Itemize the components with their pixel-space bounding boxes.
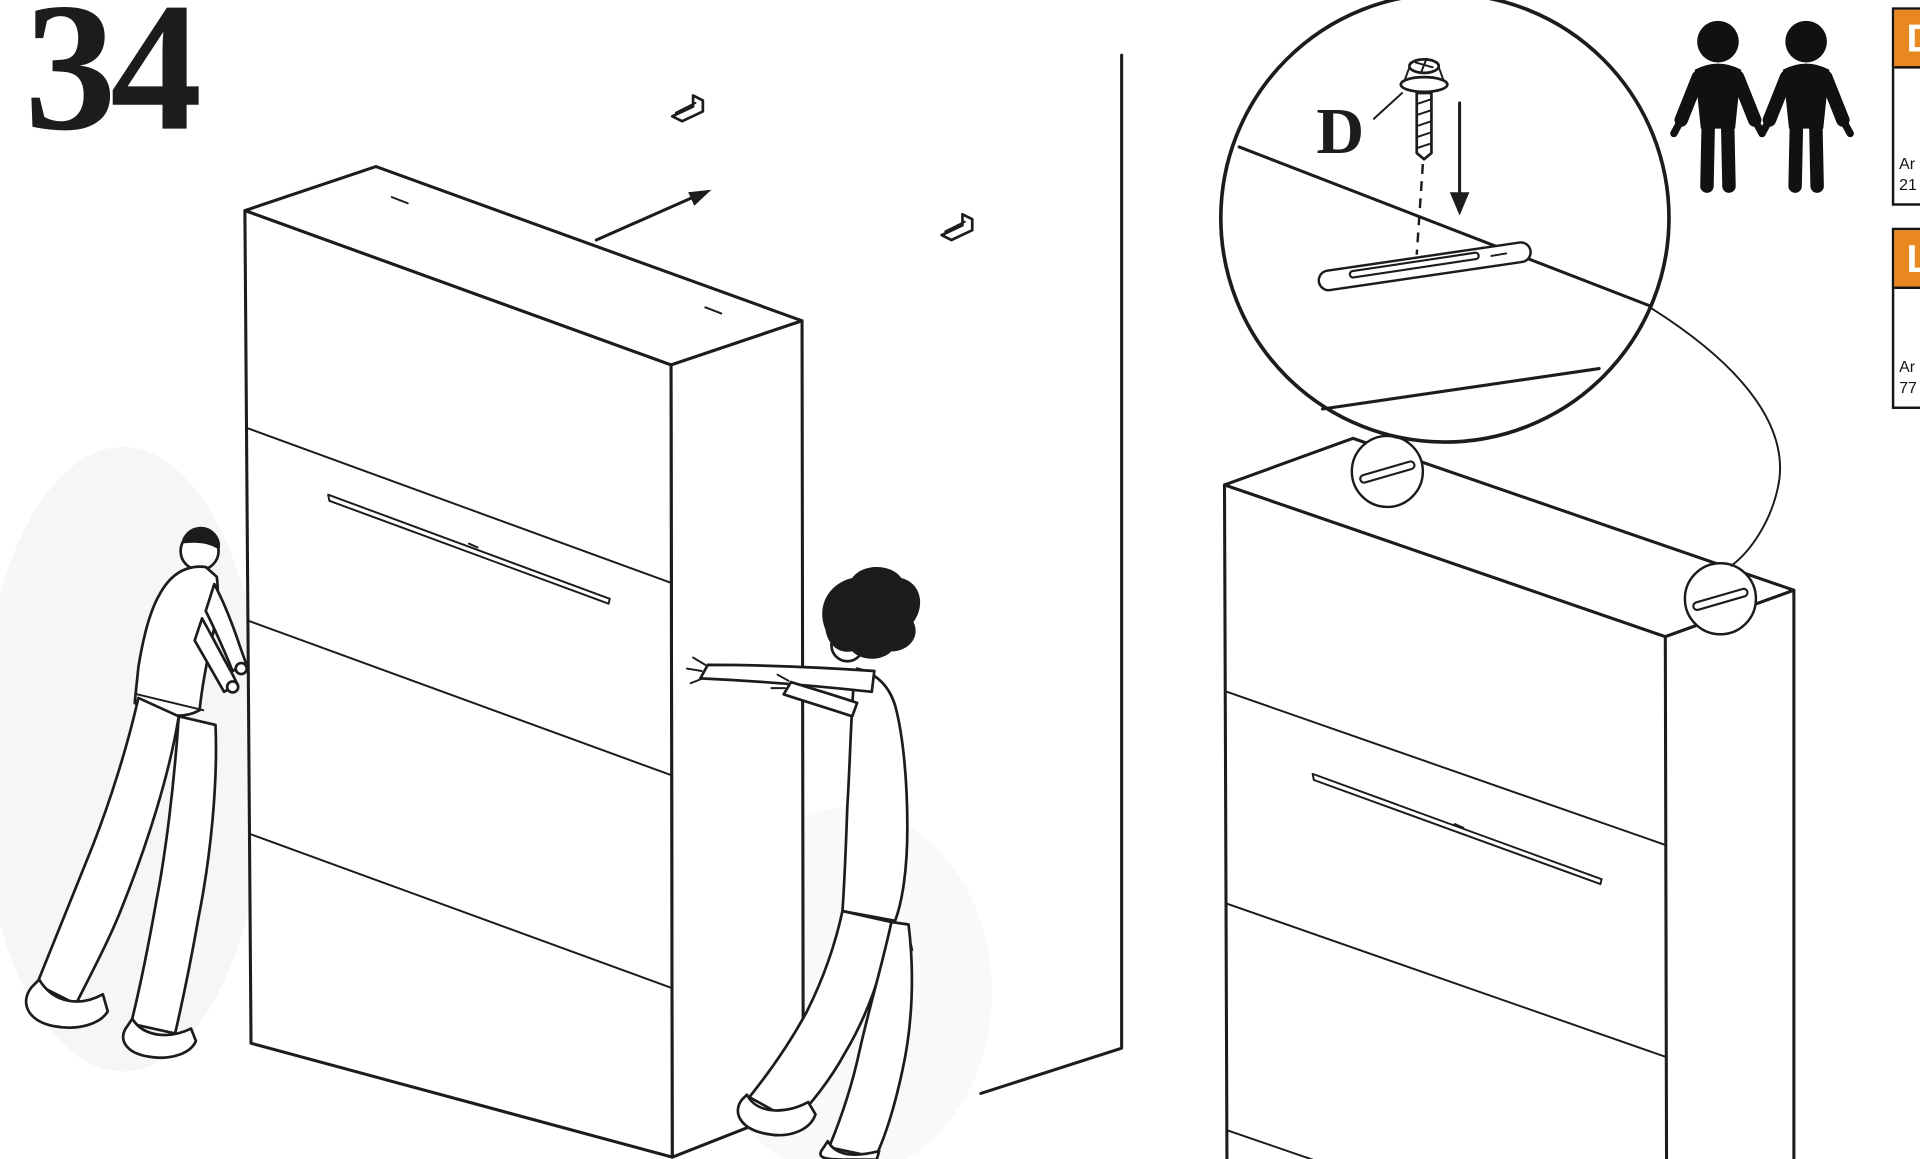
detail-leader-curve	[1650, 307, 1782, 567]
detail-part-label: D	[1316, 95, 1364, 168]
hardware-label-box: L Ar 77	[1891, 227, 1920, 409]
wall-corner-line	[979, 53, 1124, 1096]
magnifier-detail-circle: D	[1219, 0, 1671, 444]
person-hand	[225, 680, 240, 694]
insert-arrow	[1449, 101, 1470, 216]
top-slot-marks	[390, 196, 723, 315]
person-hair	[822, 566, 921, 659]
left-cabinet	[243, 165, 805, 1159]
panel-division-lines	[247, 427, 674, 990]
belt-line	[136, 693, 205, 712]
label-pointer-line	[1372, 92, 1404, 120]
slot-plate	[1317, 241, 1532, 292]
person-shoe	[736, 1093, 817, 1137]
person-arm	[782, 680, 859, 718]
person-shoe	[819, 1139, 881, 1159]
person-leg	[129, 714, 218, 1035]
direction-arrow	[594, 189, 712, 242]
panel-division-lines	[1225, 690, 1667, 1159]
person-fingers	[685, 656, 707, 685]
two-person-icon	[1674, 21, 1850, 186]
cabinet-edge-in-detail	[1237, 145, 1653, 308]
fastener-location-circle	[1350, 434, 1425, 509]
hardware-article-number: Ar 21	[1899, 154, 1917, 195]
hardware-article-number: Ar 77	[1899, 357, 1917, 398]
person-silhouette-icon	[1674, 21, 1762, 186]
person-hand	[234, 661, 249, 676]
person-torso	[841, 667, 909, 923]
person-shoe	[24, 978, 110, 1029]
bracket-part	[670, 94, 705, 123]
person-fingers	[770, 673, 790, 690]
bracket-part	[940, 212, 974, 242]
step-number: 34	[24, 0, 202, 169]
cabinet-handle	[327, 493, 611, 605]
person-hair	[181, 526, 221, 550]
cabinet-handle	[1311, 772, 1603, 886]
person-pushing-left	[24, 526, 249, 1059]
person-pushing-right	[685, 566, 921, 1159]
hardware-code-badge: D	[1894, 9, 1920, 69]
cabinet-edge-in-detail	[1320, 367, 1601, 411]
screw-part	[1399, 57, 1449, 161]
dashed-guide-line	[1415, 163, 1425, 255]
hardware-label-box: D Ar 21	[1891, 7, 1920, 206]
fastener-location-circle	[1683, 562, 1758, 636]
person-silhouette-icon	[1762, 21, 1850, 186]
right-cabinet	[1222, 434, 1796, 1159]
hardware-code-badge: L	[1894, 230, 1920, 289]
person-shoe	[121, 1017, 198, 1059]
